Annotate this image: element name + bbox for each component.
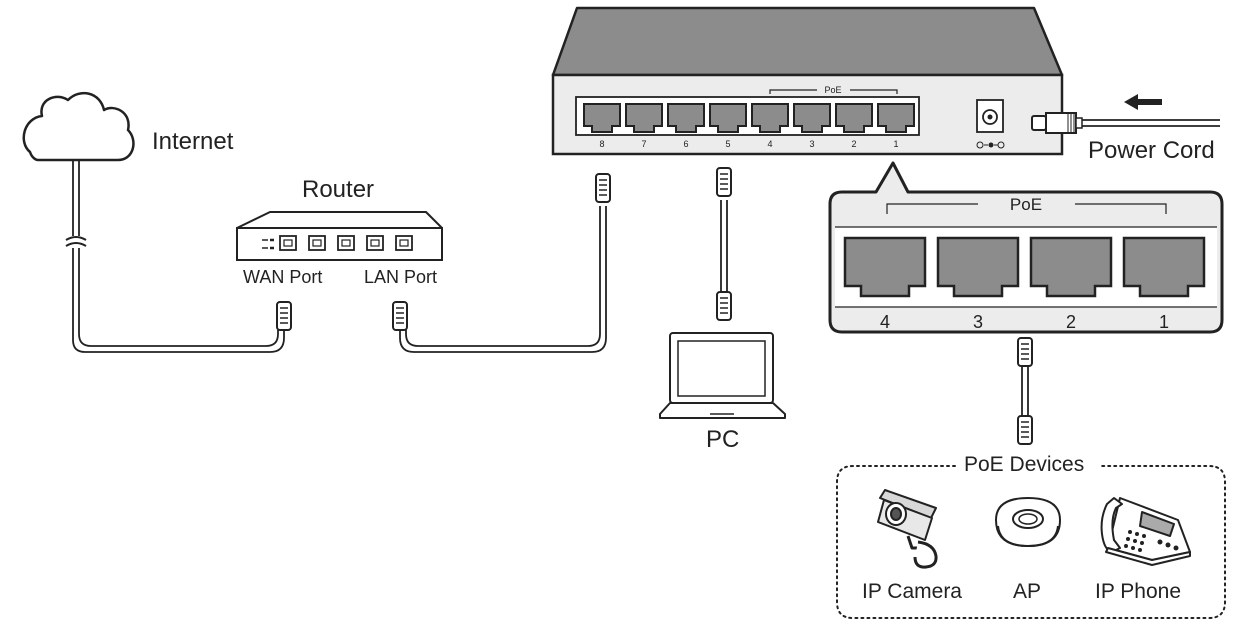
switch-poe-label: PoE xyxy=(824,85,841,95)
pc-cable xyxy=(720,200,728,292)
ip-phone-label: IP Phone xyxy=(1095,580,1182,603)
poe-cable-bottom-plug xyxy=(1017,415,1033,445)
switch-port-number: 2 xyxy=(851,139,856,149)
switch-port-number: 7 xyxy=(641,139,646,149)
poe-zoom-panel xyxy=(828,161,1224,334)
ip-camera-icon xyxy=(877,489,938,569)
router-icon xyxy=(236,211,443,261)
ap-label: AP xyxy=(1013,580,1042,603)
zoom-port-number: 3 xyxy=(973,312,983,332)
access-point-icon xyxy=(994,496,1062,548)
router-label: Router xyxy=(302,176,375,203)
switch-port-number: 6 xyxy=(683,139,688,149)
zoom-port-numbers: 4 3 2 1 xyxy=(880,312,1169,332)
power-cord-icon xyxy=(1031,112,1220,134)
wan-plug xyxy=(276,301,292,331)
switch-port-number: 1 xyxy=(893,139,898,149)
ip-phone-icon xyxy=(1100,497,1191,566)
poe-cable xyxy=(1021,366,1029,416)
lan-port-label: LAN Port xyxy=(364,267,438,287)
pc-cable-bottom-plug xyxy=(716,291,732,321)
cloud-icon xyxy=(22,91,135,162)
switch-port-number: 3 xyxy=(809,139,814,149)
wan-port-label: WAN Port xyxy=(243,267,323,287)
internet-label: Internet xyxy=(152,128,234,155)
poe-cable-top-plug xyxy=(1017,337,1033,367)
zoom-poe-label: PoE xyxy=(1010,195,1042,214)
pc-label: PC xyxy=(706,426,740,453)
zoom-port-number: 1 xyxy=(1159,312,1169,332)
zoom-port-number: 4 xyxy=(880,312,890,332)
laptop-icon xyxy=(659,332,786,419)
power-cord-label: Power Cord xyxy=(1088,137,1215,164)
switch-port-number: 8 xyxy=(599,139,604,149)
switch-port-numbers: 8 7 6 5 4 3 2 1 xyxy=(599,139,898,149)
switch-port-number: 5 xyxy=(725,139,730,149)
pc-cable-top-plug xyxy=(716,167,732,197)
lan-cable xyxy=(399,206,607,353)
poe-devices-label: PoE Devices xyxy=(964,453,1085,476)
lan-plug xyxy=(392,301,408,331)
internet-cable xyxy=(65,160,285,353)
switch-port-number: 4 xyxy=(767,139,772,149)
arrow-left-icon xyxy=(1124,94,1162,110)
switch-uplink-plug xyxy=(595,173,611,203)
poe-devices-box xyxy=(836,465,1226,619)
zoom-port-number: 2 xyxy=(1066,312,1076,332)
ip-camera-label: IP Camera xyxy=(862,580,962,603)
